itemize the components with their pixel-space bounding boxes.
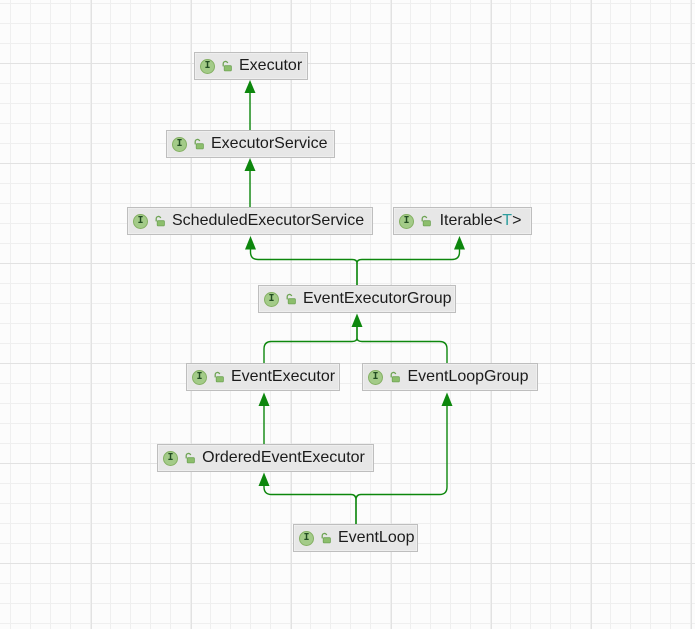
unlocked-icon	[421, 215, 431, 227]
node-label: OrderedEventExecutor	[202, 449, 365, 466]
node-eventexecutorgroup[interactable]: I EventExecutorGroup	[258, 285, 456, 313]
arrowhead-icon	[244, 158, 256, 171]
arrowhead-icon	[258, 472, 270, 486]
unlocked-icon	[194, 138, 204, 150]
edge-eventexecutor-eeg	[263, 326, 358, 363]
arrowhead-icon	[258, 392, 270, 406]
node-label: EventExecutorGroup	[303, 290, 452, 307]
edge-eeg-scheduled	[249, 249, 358, 285]
arrowhead-icon	[351, 313, 363, 327]
node-eventloop[interactable]: I EventLoop	[293, 524, 418, 552]
interface-icon: I	[192, 369, 207, 385]
node-label: Iterable<T>	[438, 212, 525, 230]
edge-eventloop-ordered	[263, 486, 357, 524]
type-parameter: T	[502, 212, 513, 229]
interface-icon: I	[172, 136, 187, 152]
edge-eeg-iterable	[356, 249, 461, 285]
interface-icon: I	[299, 530, 314, 546]
node-label-text: Iterable	[439, 212, 493, 229]
unlocked-icon	[321, 532, 331, 544]
unlocked-icon	[286, 293, 296, 305]
interface-icon: I	[133, 213, 148, 229]
edge-eventloopgroup-eeg	[356, 326, 448, 363]
arrowhead-icon	[244, 80, 256, 93]
generic-open: <	[492, 212, 503, 229]
interface-icon: I	[200, 58, 215, 74]
node-eventexecutor[interactable]: I EventExecutor	[186, 363, 340, 391]
unlocked-icon	[214, 371, 224, 383]
node-label: Executor	[239, 57, 303, 74]
interface-icon: I	[368, 369, 383, 385]
node-scheduledexecutorservice[interactable]: I ScheduledExecutorService	[127, 207, 373, 235]
node-label: EventExecutor	[231, 368, 336, 385]
generic-close: >	[512, 212, 522, 229]
node-label: EventLoopGroup	[407, 368, 529, 385]
unlocked-icon	[390, 371, 400, 383]
node-executor[interactable]: I Executor	[194, 52, 308, 80]
node-iterable[interactable]: I Iterable<T>	[393, 207, 532, 235]
node-label: EventLoop	[338, 529, 415, 546]
unlocked-icon	[185, 452, 195, 464]
interface-icon: I	[264, 291, 279, 307]
unlocked-icon	[222, 60, 232, 72]
node-label: ExecutorService	[211, 135, 328, 152]
arrowhead-icon	[441, 392, 453, 406]
interface-icon: I	[399, 213, 414, 229]
arrowhead-icon	[245, 236, 256, 250]
interface-icon: I	[163, 450, 178, 466]
node-label: ScheduledExecutorService	[172, 212, 365, 229]
node-eventloopgroup[interactable]: I EventLoopGroup	[362, 363, 538, 391]
node-executorservice[interactable]: I ExecutorService	[166, 130, 335, 158]
arrowhead-icon	[454, 236, 465, 250]
unlocked-icon	[155, 215, 165, 227]
node-orderedeventexecutor[interactable]: I OrderedEventExecutor	[157, 444, 374, 472]
